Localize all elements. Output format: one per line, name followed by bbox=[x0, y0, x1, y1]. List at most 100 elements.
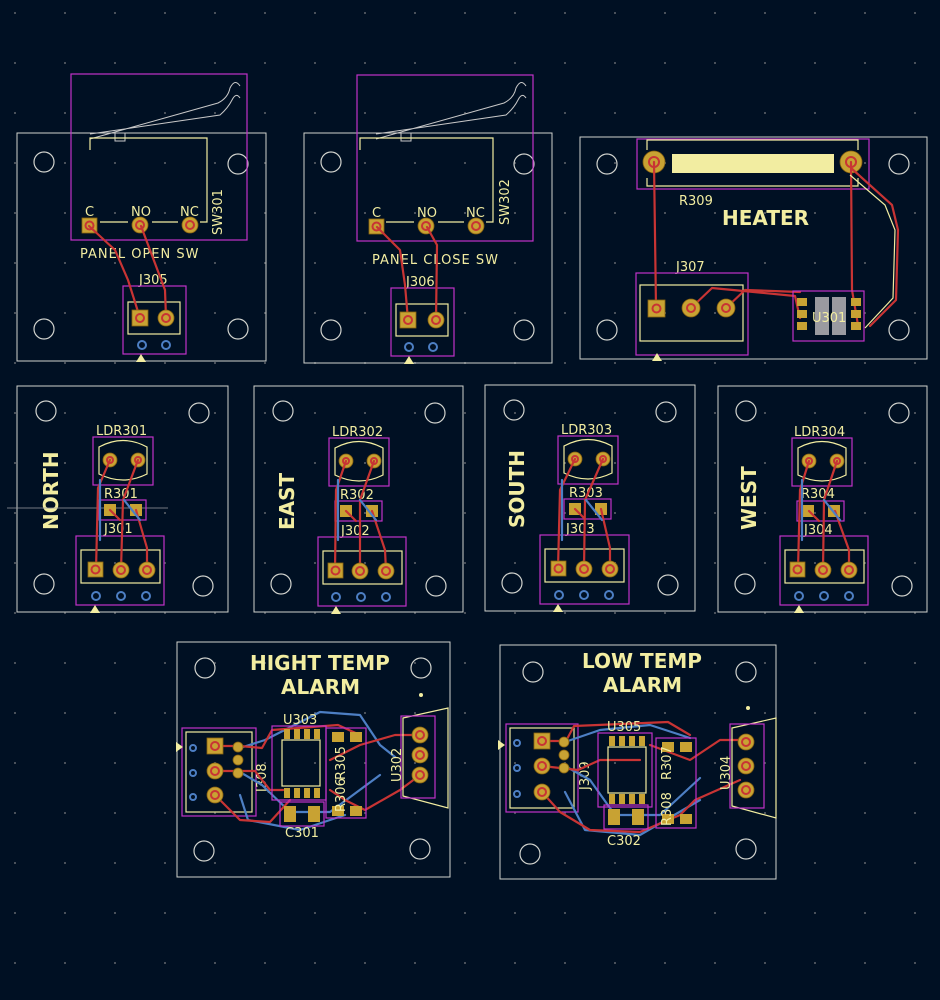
grid-dot bbox=[764, 362, 766, 364]
board-title: NORTH bbox=[39, 451, 63, 530]
grid-dot bbox=[64, 612, 66, 614]
grid-dot bbox=[414, 912, 416, 914]
grid-dot bbox=[714, 312, 716, 314]
ic-pads[interactable] bbox=[609, 736, 645, 804]
grid-dot bbox=[464, 862, 466, 864]
sensor-ref: U304 bbox=[719, 756, 734, 790]
grid-dot bbox=[64, 712, 66, 714]
grid-dot bbox=[864, 412, 866, 414]
mounting-hole bbox=[655, 401, 677, 423]
grid-dot bbox=[164, 162, 166, 164]
grid-dot bbox=[714, 462, 716, 464]
board-panel-close-sw[interactable]: C NO NC SW302 PANEL CLOSE SW J306 bbox=[303, 74, 553, 364]
switch-caption: PANEL CLOSE SW bbox=[372, 253, 499, 268]
grid-dot bbox=[864, 962, 866, 964]
grid-dot bbox=[564, 462, 566, 464]
grid-dot bbox=[714, 512, 716, 514]
grid-dot bbox=[314, 212, 316, 214]
ic-courtyard bbox=[597, 732, 653, 808]
board-south[interactable]: SOUTH LDR303 R303 J303 bbox=[484, 384, 696, 612]
resistor-courtyard bbox=[636, 138, 870, 190]
grid-dot bbox=[414, 162, 416, 164]
ic-pads[interactable] bbox=[284, 729, 320, 798]
grid-dot bbox=[914, 712, 916, 714]
grid-dot bbox=[864, 12, 866, 14]
heater-connector-pads[interactable] bbox=[647, 298, 736, 318]
mounting-hole bbox=[33, 573, 55, 595]
connector-courtyard bbox=[390, 287, 455, 357]
grid-dot bbox=[414, 612, 416, 614]
grid-dot bbox=[264, 512, 266, 514]
board-title-line2: ALARM bbox=[603, 673, 682, 697]
ldr-ref: LDR303 bbox=[561, 423, 612, 438]
grid-dot bbox=[214, 412, 216, 414]
grid-dot bbox=[14, 62, 16, 64]
grid-dot bbox=[764, 512, 766, 514]
ldr-courtyard bbox=[557, 435, 619, 485]
resistor-ref: R305 bbox=[334, 746, 349, 780]
grid-dot bbox=[214, 112, 216, 114]
grid-dot bbox=[814, 762, 816, 764]
grid-dot bbox=[864, 812, 866, 814]
grid-dot bbox=[314, 762, 316, 764]
grid-dot bbox=[114, 112, 116, 114]
grid-dot bbox=[264, 662, 266, 664]
grid-dot bbox=[114, 862, 116, 864]
grid-dot bbox=[214, 562, 216, 564]
grid-dot bbox=[364, 762, 366, 764]
grid-dot bbox=[264, 12, 266, 14]
grid-dot bbox=[664, 512, 666, 514]
grid-dot bbox=[914, 612, 916, 614]
mounting-hole bbox=[227, 153, 249, 175]
grid-dot bbox=[764, 762, 766, 764]
grid-dot bbox=[664, 862, 666, 864]
grid-dot bbox=[814, 362, 816, 364]
grid-dot bbox=[914, 912, 916, 914]
mounting-hole bbox=[503, 399, 525, 421]
grid-dot bbox=[814, 812, 816, 814]
connector-pads[interactable] bbox=[399, 311, 445, 329]
grid-dot bbox=[714, 962, 716, 964]
board-heater[interactable]: R309 HEATER J307 U301 bbox=[579, 136, 928, 361]
silk-dot bbox=[419, 693, 423, 697]
board-west[interactable]: WEST LDR304 R304 J304 bbox=[717, 385, 928, 613]
grid-dot bbox=[14, 562, 16, 564]
mounting-hole bbox=[193, 840, 215, 862]
grid-dot bbox=[414, 212, 416, 214]
grid-dot bbox=[814, 562, 816, 564]
grid-dot bbox=[664, 412, 666, 414]
grid-dot bbox=[814, 62, 816, 64]
connector-pads[interactable] bbox=[131, 309, 175, 327]
ic-ref: U301 bbox=[812, 311, 846, 326]
grid-dot bbox=[564, 512, 566, 514]
ic-body bbox=[607, 746, 647, 794]
grid-dot bbox=[614, 462, 616, 464]
grid-dot bbox=[914, 862, 916, 864]
board-panel-open-sw[interactable]: C NO NC SW301 PANEL OPEN SW J305 bbox=[16, 73, 267, 362]
grid-dot bbox=[264, 812, 266, 814]
grid-dot bbox=[514, 412, 516, 414]
grid-dot bbox=[114, 712, 116, 714]
grid-dot bbox=[164, 562, 166, 564]
board-high-temp-alarm[interactable]: HIGHT TEMP ALARM J308 U303 C301 R305 R30… bbox=[176, 641, 451, 878]
connector-courtyard bbox=[635, 272, 749, 356]
grid-dot bbox=[664, 562, 666, 564]
grid-dot bbox=[214, 612, 216, 614]
grid-dot bbox=[764, 562, 766, 564]
board-north[interactable]: NORTH LDR301 R301 J301 bbox=[7, 385, 229, 613]
grid-dot bbox=[864, 262, 866, 264]
grid-dot bbox=[614, 362, 616, 364]
grid-dot bbox=[314, 962, 316, 964]
board-low-temp-alarm[interactable]: LOW TEMP ALARM J309 U305 C302 R307 R308 bbox=[498, 644, 777, 880]
grid-dot bbox=[914, 262, 916, 264]
board-east[interactable]: EAST LDR302 R302 J302 bbox=[253, 385, 464, 614]
grid-dot bbox=[614, 512, 616, 514]
grid-dot bbox=[764, 262, 766, 264]
copper-traces bbox=[375, 225, 439, 322]
grid-dot bbox=[364, 862, 366, 864]
grid-dot bbox=[64, 912, 66, 914]
grid-dot bbox=[64, 412, 66, 414]
grid-dot bbox=[364, 812, 366, 814]
grid-dot bbox=[114, 562, 116, 564]
